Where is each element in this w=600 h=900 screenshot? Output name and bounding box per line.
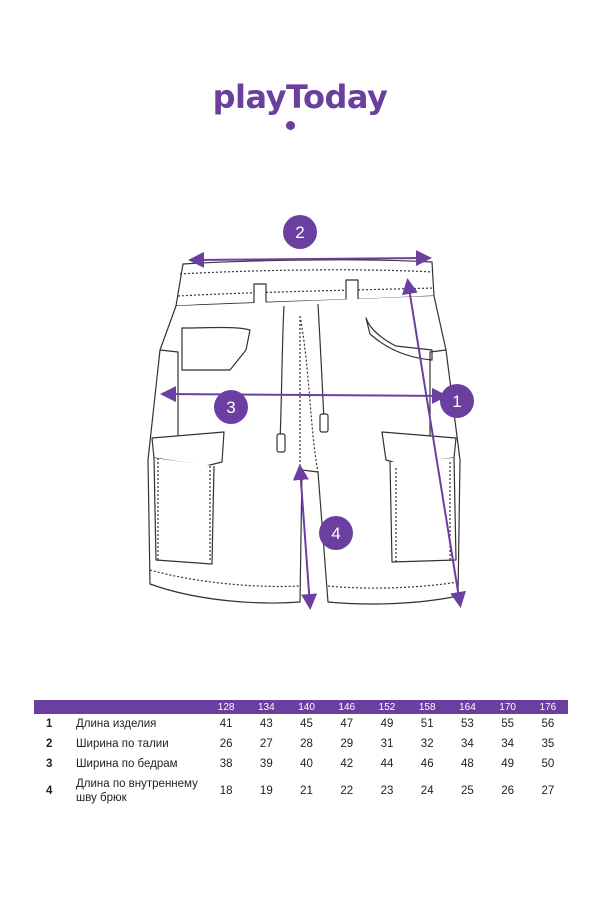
table-cell: 18 [219, 785, 233, 797]
badge-4: 4 [319, 516, 353, 550]
table-cell: 42 [340, 758, 354, 770]
size-header: 158 [407, 700, 448, 714]
table-cell: 50 [541, 758, 555, 770]
table-cell: 29 [340, 738, 354, 750]
row-label: Длина по внутреннему шву брюк [76, 778, 198, 804]
table-cell: 35 [541, 738, 555, 750]
size-header: 176 [527, 700, 568, 714]
measure-line-3 [160, 386, 448, 404]
table-cell: 45 [300, 718, 313, 730]
table-cell: 21 [300, 785, 313, 797]
table-cell: 24 [420, 785, 434, 797]
measure-line-1 [402, 278, 466, 608]
row-number: 2 [46, 738, 53, 750]
table-cell: 39 [259, 758, 273, 770]
row-number: 4 [46, 785, 53, 797]
badge-label-1: 1 [452, 392, 461, 411]
shorts-technical-drawing: 2 3 1 4 [147, 215, 474, 610]
table-row: 3 Ширина по бедрам 38 39 40 42 44 46 48 … [34, 754, 568, 774]
table-cell: 31 [380, 738, 394, 750]
badge-label-3: 3 [226, 398, 235, 417]
table-cell: 27 [541, 785, 555, 797]
badge-label-4: 4 [331, 524, 340, 543]
size-header: 152 [366, 700, 408, 714]
table-cell: 47 [340, 718, 354, 730]
table-cell: 49 [380, 718, 394, 730]
table-cell: 48 [461, 758, 474, 770]
measurement-badges: 2 3 1 4 [214, 215, 474, 550]
header-blank-label [76, 700, 206, 714]
row-label: Ширина по талии [76, 738, 169, 750]
size-header: 146 [326, 700, 367, 714]
table-cell: 51 [420, 718, 434, 730]
badge-label-2: 2 [295, 223, 304, 242]
badge-2: 2 [283, 215, 317, 249]
table-cell: 53 [461, 718, 474, 730]
header-blank [34, 700, 76, 714]
measurement-lines [160, 250, 466, 610]
table-cell: 46 [420, 758, 434, 770]
row-number: 1 [46, 718, 53, 730]
badge-1: 1 [440, 384, 474, 418]
table-cell: 49 [501, 758, 515, 770]
table-cell: 22 [340, 785, 354, 797]
size-header: 164 [447, 700, 488, 714]
size-header-row: 128 134 140 146 152 158 164 170 176 [34, 700, 568, 714]
row-label: Длина изделия [76, 718, 157, 730]
table-row: 2 Ширина по талии 26 27 28 29 31 32 34 3… [34, 734, 568, 754]
table-cell: 55 [501, 718, 515, 730]
table-cell: 28 [300, 738, 313, 750]
table-cell: 26 [501, 785, 515, 797]
table-cell: 34 [461, 738, 474, 750]
table-cell: 38 [219, 758, 233, 770]
table-cell: 44 [380, 758, 394, 770]
table-cell: 34 [501, 738, 515, 750]
size-header: 170 [487, 700, 528, 714]
size-table: 128 134 140 146 152 158 164 170 176 1 Дл… [34, 700, 568, 808]
table-cell: 25 [461, 785, 474, 797]
table-row: 4 Длина по внутреннему шву брюк 18 19 21… [34, 774, 568, 808]
table-cell: 40 [300, 758, 313, 770]
logo-dot [286, 121, 295, 130]
table-cell: 27 [259, 738, 273, 750]
badge-3: 3 [214, 390, 248, 424]
table-cell: 26 [219, 738, 233, 750]
measure-line-4 [292, 464, 318, 610]
row-number: 3 [46, 758, 53, 770]
measure-line-2 [188, 250, 432, 268]
table-cell: 56 [541, 718, 555, 730]
table-cell: 41 [219, 718, 233, 730]
table-cell: 19 [259, 785, 273, 797]
table-cell: 23 [380, 785, 394, 797]
brand-logo: playToday [212, 78, 388, 116]
size-header: 134 [246, 700, 287, 714]
table-cell: 43 [259, 718, 273, 730]
row-label: Ширина по бедрам [76, 758, 178, 770]
size-header: 128 [206, 700, 247, 714]
size-header: 140 [286, 700, 327, 714]
table-row: 1 Длина изделия 41 43 45 47 49 51 53 55 … [34, 714, 568, 734]
table-cell: 32 [420, 738, 434, 750]
